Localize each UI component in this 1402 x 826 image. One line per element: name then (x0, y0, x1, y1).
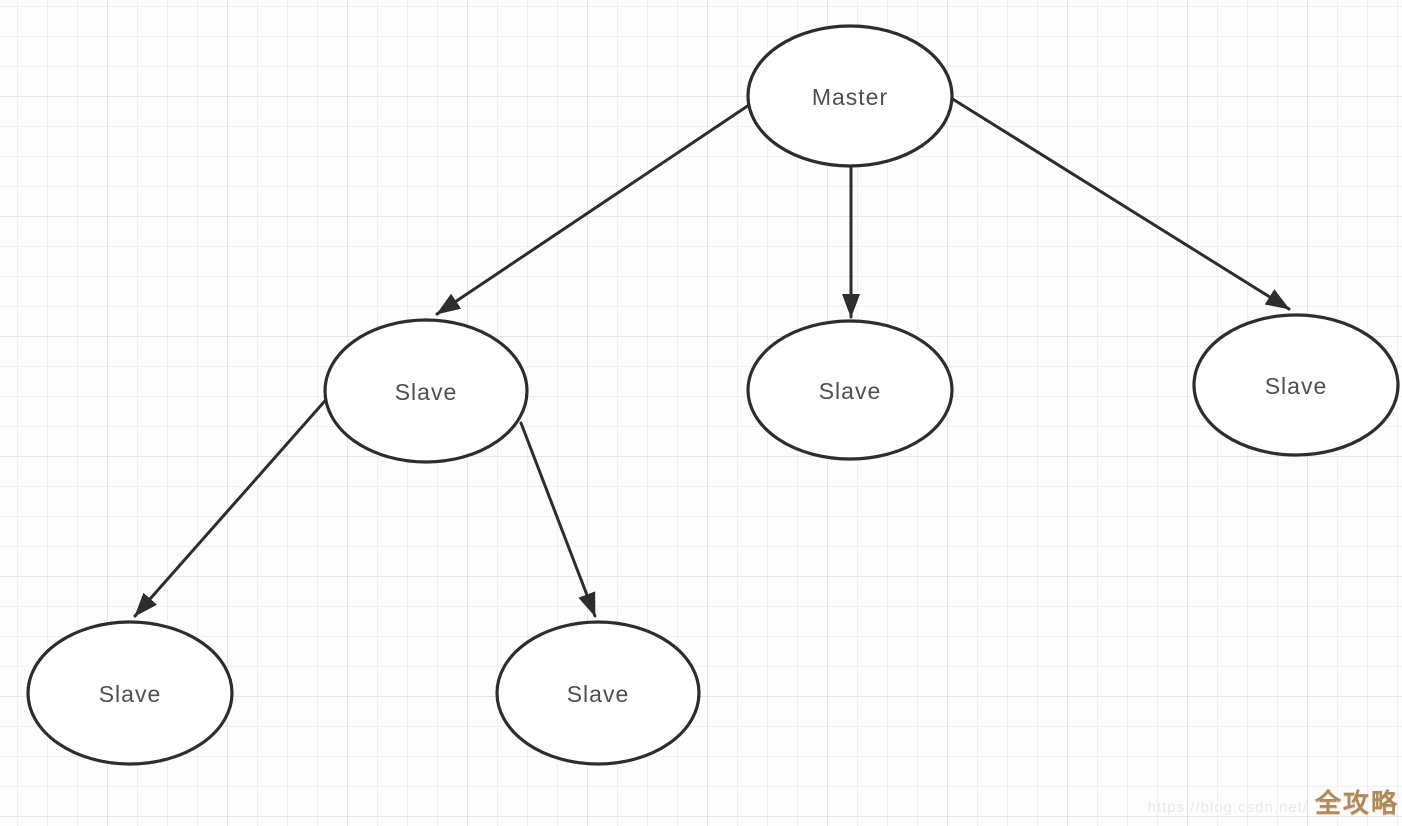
edge-master-to-slave-right (949, 96, 1291, 311)
edge-slave-left-to-slave-bottom-left (133, 392, 333, 618)
edge-master-to-slave-left (435, 101, 754, 316)
node-slave-bottom-middle-shape (495, 620, 701, 766)
node-master-shape (746, 24, 954, 168)
edge-slave-left-to-slave-bottom-middle (519, 421, 597, 618)
node-slave-right-label: Slave (1265, 373, 1328, 399)
edges-layer (133, 96, 1291, 618)
node-slave-right: Slave (1192, 313, 1400, 457)
node-slave-right-shape (1192, 313, 1400, 457)
node-slave-left-shape (323, 318, 529, 464)
node-slave-left-label: Slave (395, 379, 458, 405)
node-slave-middle: Slave (746, 319, 954, 461)
node-slave-middle-label: Slave (819, 378, 882, 404)
node-slave-bottom-left-label: Slave (99, 681, 162, 707)
node-master: Master (746, 24, 954, 168)
node-slave-bottom-left: Slave (26, 620, 234, 766)
node-slave-bottom-middle-label: Slave (567, 681, 630, 707)
node-slave-bottom-left-shape (26, 620, 234, 766)
node-master-label: Master (812, 84, 888, 110)
node-slave-left: Slave (323, 318, 529, 464)
node-slave-middle-shape (746, 319, 954, 461)
node-slave-bottom-middle: Slave (495, 620, 701, 766)
